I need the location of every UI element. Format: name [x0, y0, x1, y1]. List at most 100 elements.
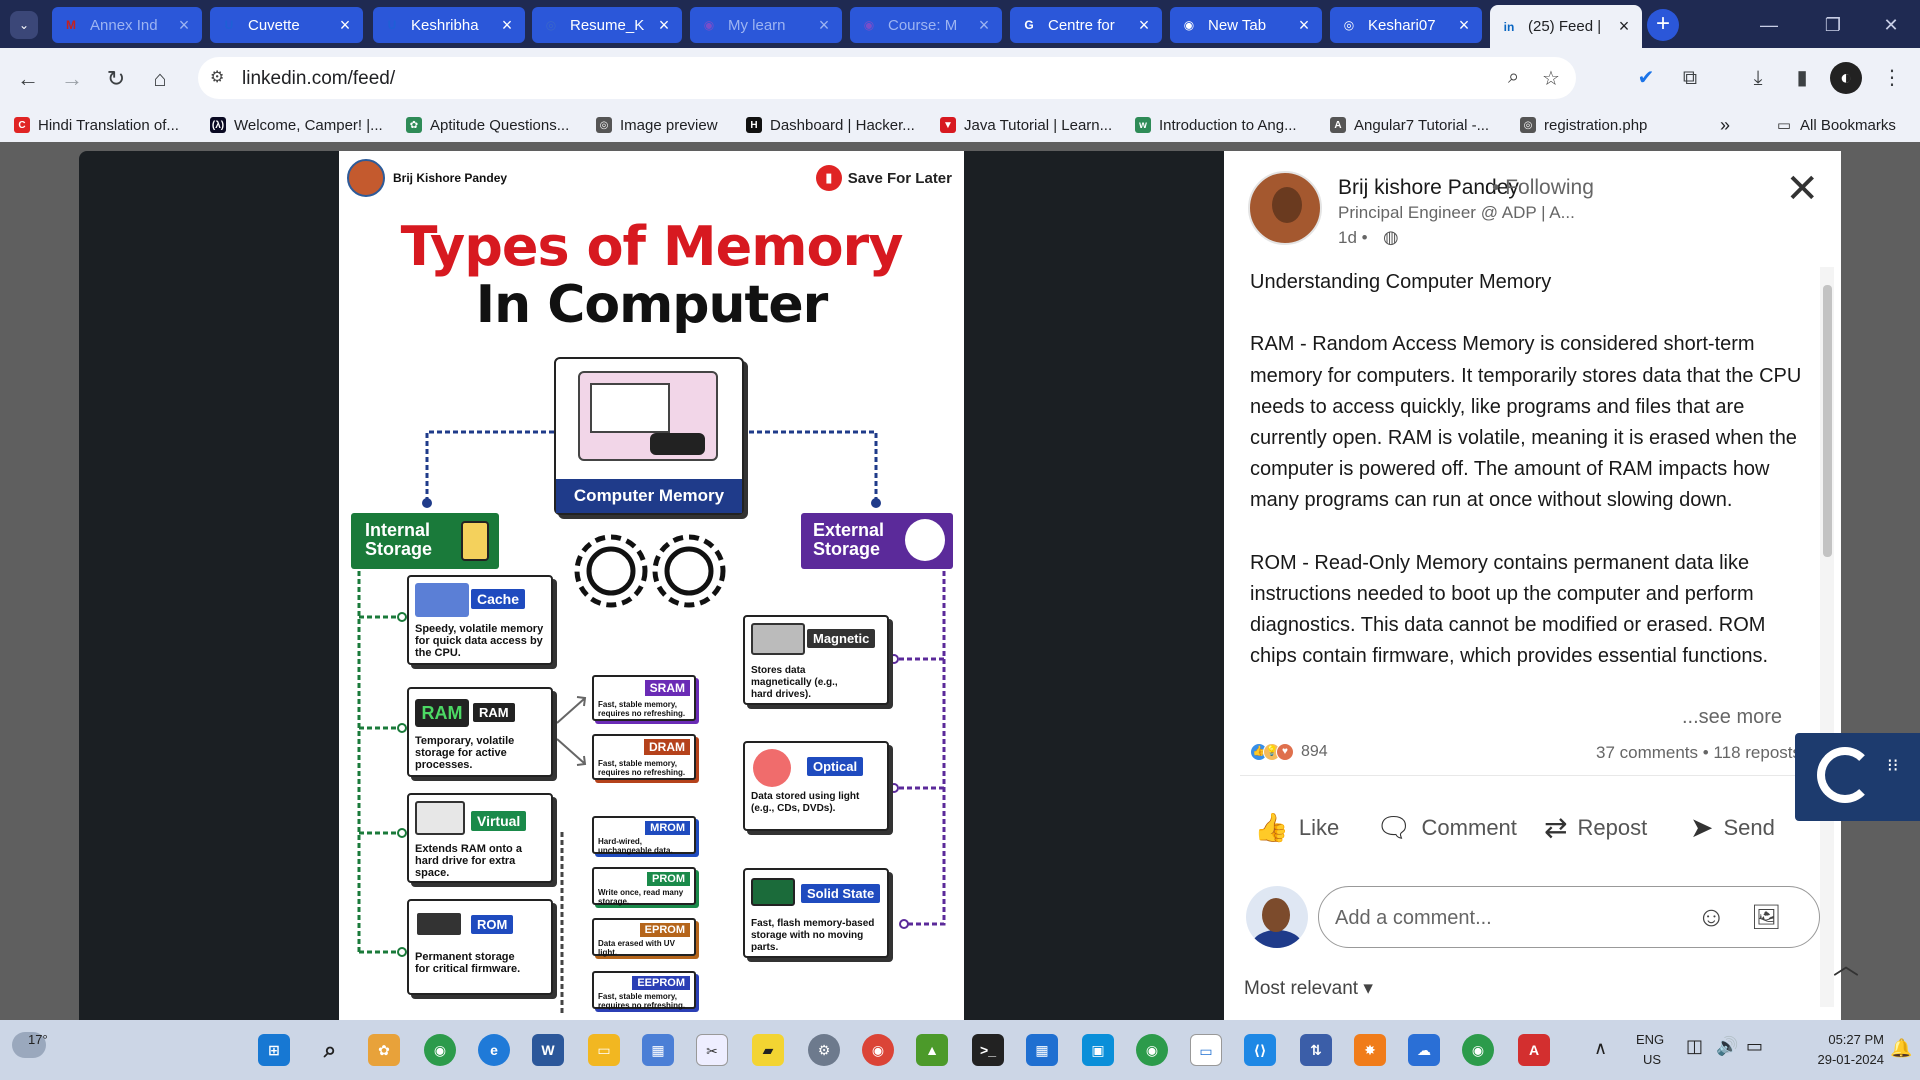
minimize-icon[interactable]: —	[1760, 15, 1778, 35]
side-panel-icon[interactable]: ▮	[1796, 67, 1808, 89]
close-icon[interactable]: ✕	[1785, 167, 1819, 211]
comment-input[interactable]	[1335, 903, 1675, 933]
extension-check-icon[interactable]: ✔	[1637, 67, 1655, 89]
back-icon[interactable]: ←	[17, 66, 39, 91]
bookmark-star-icon[interactable]: ☆	[1542, 68, 1560, 90]
reactions-summary[interactable]: 👍 💡 ♥ 894	[1250, 743, 1328, 761]
author-avatar[interactable]	[1248, 171, 1322, 245]
chrome-icon[interactable]: ◉	[424, 1034, 456, 1066]
search-icon[interactable]: ⌕	[323, 1037, 337, 1062]
notification-bell-icon[interactable]: 🔔	[1890, 1038, 1913, 1058]
tab-3[interactable]: ◎Resume_K×	[532, 7, 682, 43]
tab-7[interactable]: ◉New Tab×	[1170, 7, 1322, 43]
word-icon[interactable]: W	[532, 1034, 564, 1066]
profile-icon[interactable]: ◐	[1830, 62, 1862, 94]
chrome-third-icon[interactable]: ◉	[1462, 1034, 1494, 1066]
tab-4[interactable]: ◉My learn×	[690, 7, 842, 43]
bookmark-item[interactable]: ✿Aptitude Questions...	[406, 114, 569, 136]
region-indicator[interactable]: US	[1643, 1052, 1662, 1067]
store-icon[interactable]: ▦	[642, 1034, 674, 1066]
clock-date[interactable]: 29-01-2024	[1817, 1052, 1885, 1067]
home-icon[interactable]: ⌂	[153, 66, 167, 91]
author-name[interactable]: Brij kishore Pandey	[1338, 176, 1519, 199]
like-button[interactable]: 👍 Like	[1254, 811, 1339, 844]
settings-icon[interactable]: ⚙	[808, 1034, 840, 1066]
restore-icon[interactable]: ❐	[1824, 15, 1842, 35]
tab-close-icon[interactable]: ×	[978, 14, 990, 35]
tray-chevron-up-icon[interactable]: ∧	[1594, 1038, 1608, 1058]
window-icon[interactable]: ▭	[1190, 1034, 1222, 1066]
scrollbar[interactable]	[1820, 267, 1834, 1007]
new-tab-button[interactable]: +	[1647, 9, 1679, 41]
bookmark-item[interactable]: ◎Image preview	[596, 114, 718, 136]
bookmark-item[interactable]: (λ)Welcome, Camper! |...	[210, 114, 383, 136]
chevron-up-icon[interactable]: ︿	[1832, 950, 1859, 980]
address-bar[interactable]: ⚙ linkedin.com/feed/ ⌕ ☆	[198, 57, 1576, 99]
language-indicator[interactable]: ENG	[1636, 1032, 1665, 1047]
tab-search-button[interactable]: ⌄	[10, 11, 38, 39]
wifi-icon[interactable]: ◫	[1686, 1036, 1704, 1056]
tab-9[interactable]: in(25) Feed |×	[1490, 5, 1642, 48]
menu-icon[interactable]: ⋮	[1882, 67, 1902, 89]
tab-close-icon[interactable]: ×	[339, 14, 351, 35]
file-explorer-icon[interactable]: ▭	[588, 1034, 620, 1066]
chrome-profile-icon[interactable]: ◉	[862, 1034, 894, 1066]
tab-close-icon[interactable]: ×	[501, 14, 513, 35]
post-image[interactable]: Brij Kishore Pandey ▮ Save For Later Typ…	[339, 151, 964, 1020]
close-window-icon[interactable]: ✕	[1883, 15, 1899, 35]
comment-button[interactable]: 🗨 Comment	[1376, 811, 1517, 844]
snipping-tool-icon[interactable]: ✂	[696, 1034, 728, 1066]
extensions-icon[interactable]: ⧉	[1682, 67, 1698, 89]
network-app-icon[interactable]: ⇅	[1300, 1034, 1332, 1066]
edge-icon[interactable]: e	[478, 1034, 510, 1066]
weather-temp[interactable]: 17°	[28, 1032, 48, 1047]
comment-sort-dropdown[interactable]: Most relevant ▾	[1244, 977, 1373, 1000]
vscode-icon[interactable]: ⟨⟩	[1244, 1034, 1276, 1066]
acrobat-icon[interactable]: A	[1518, 1034, 1550, 1066]
site-info-icon[interactable]: ⚙	[210, 69, 225, 86]
bookmarks-overflow-button[interactable]: »	[1720, 114, 1731, 135]
floating-widget[interactable]: ⁝⁝	[1795, 733, 1920, 821]
xampp-icon[interactable]: ✸	[1354, 1034, 1386, 1066]
zoom-icon[interactable]: ⌕	[1508, 66, 1520, 88]
repost-button[interactable]: ⇄ Repost	[1544, 811, 1647, 844]
bookmark-item[interactable]: ▼Java Tutorial | Learn...	[940, 114, 1112, 136]
chrome-alt-icon[interactable]: ◉	[1136, 1034, 1168, 1066]
bookmark-item[interactable]: ◎registration.php	[1520, 114, 1647, 136]
tab-5[interactable]: ◉Course: M×	[850, 7, 1002, 43]
weather-icon[interactable]	[12, 1032, 46, 1058]
emoji-icon[interactable]: ☺	[1697, 901, 1726, 932]
see-more-link[interactable]: ...see more	[1676, 706, 1783, 729]
forward-icon[interactable]: →	[61, 66, 83, 91]
widgets-icon[interactable]: ✿	[368, 1034, 400, 1066]
scrollbar-thumb[interactable]	[1823, 285, 1832, 557]
calendar-icon[interactable]: ▦	[1026, 1034, 1058, 1066]
drag-handle-icon[interactable]: ⁝⁝	[1887, 755, 1899, 775]
tab-close-icon[interactable]: ×	[1138, 14, 1150, 35]
download-icon[interactable]: ⤓	[1753, 67, 1763, 89]
all-bookmarks-button[interactable]: ▭ All Bookmarks	[1776, 114, 1896, 136]
comment-box[interactable]: ☺ 🖼	[1318, 886, 1820, 948]
tab-close-icon[interactable]: ×	[1618, 16, 1630, 36]
engagement-counts[interactable]: 37 comments • 118 reposts	[1595, 743, 1801, 762]
tab-close-icon[interactable]: ×	[178, 14, 190, 35]
reload-icon[interactable]: ↻	[106, 66, 126, 91]
windows-start-icon[interactable]: ⊞	[258, 1034, 290, 1066]
tab-close-icon[interactable]: ×	[1298, 14, 1310, 35]
tab-close-icon[interactable]: ×	[658, 14, 670, 35]
sticky-notes-icon[interactable]: ▰	[752, 1034, 784, 1066]
battery-icon[interactable]: ▭	[1746, 1036, 1764, 1056]
terminal-icon[interactable]: >_	[972, 1034, 1004, 1066]
tab-8[interactable]: ◎Keshari07×	[1330, 7, 1482, 43]
clock-time[interactable]: 05:27 PM	[1828, 1032, 1884, 1047]
cloud-app-icon[interactable]: ☁	[1408, 1034, 1440, 1066]
tab-close-icon[interactable]: ×	[818, 14, 830, 35]
